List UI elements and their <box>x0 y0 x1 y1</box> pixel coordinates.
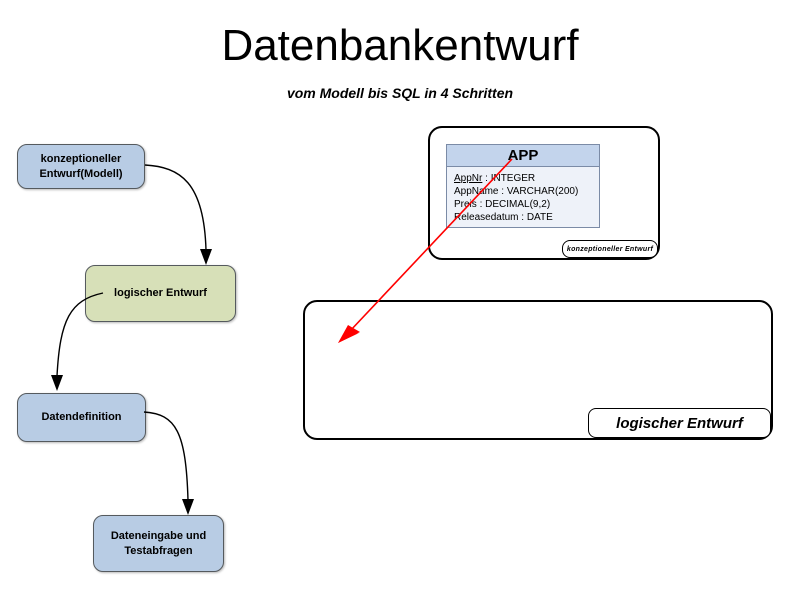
connector-step1-to-step2 <box>144 164 212 265</box>
flow-step-label-line1: logischer Entwurf <box>114 287 207 299</box>
flow-step-label-line2: Testabfragen <box>124 544 193 557</box>
attribute-name: Preis <box>454 199 477 210</box>
panel-tag-conceptual: konzeptioneller Entwurf <box>562 240 658 258</box>
flow-step-label-line1: Datendefinition <box>41 411 122 423</box>
attribute-separator: : <box>498 186 507 197</box>
panel-logical-design: logischer Entwurf <box>303 300 773 440</box>
flow-step-label-line1: konzeptioneller <box>40 152 122 165</box>
page-title: Datenbankentwurf <box>221 21 579 70</box>
attribute-separator: : <box>482 173 491 184</box>
entity-attribute-row: AppName : VARCHAR(200) <box>454 185 592 198</box>
attribute-separator: : <box>518 212 527 223</box>
entity-table-header: APP <box>447 145 599 167</box>
flow-step-label: Dateneingabe und Testabfragen <box>111 529 206 559</box>
flow-step-logischer-entwurf[interactable]: logischer Entwurf <box>85 265 236 322</box>
attribute-separator: : <box>476 199 486 210</box>
flow-step-dateneingabe-testabfragen[interactable]: Dateneingabe und Testabfragen <box>93 515 224 572</box>
flow-step-datendefinition[interactable]: Datendefinition <box>17 393 146 442</box>
flow-step-label-line1: Dateneingabe und <box>110 529 207 542</box>
flow-step-label-line2: Entwurf(Modell) <box>39 167 123 180</box>
attribute-name: AppNr <box>454 173 483 184</box>
attribute-type: DATE <box>526 212 553 223</box>
flow-step-label: konzeptioneller Entwurf(Modell) <box>39 152 122 182</box>
connector-step3-to-step4 <box>143 411 194 515</box>
attribute-type: INTEGER <box>490 173 536 184</box>
entity-attribute-row: Releasedatum : DATE <box>454 211 592 224</box>
flow-step-label: Datendefinition <box>41 410 121 425</box>
entity-attribute-list: AppNr : INTEGER AppName : VARCHAR(200) P… <box>447 167 599 230</box>
attribute-name: Releasedatum <box>454 212 519 223</box>
entity-attribute-row: AppNr : INTEGER <box>454 172 592 185</box>
flow-step-konzeptioneller-entwurf[interactable]: konzeptioneller Entwurf(Modell) <box>17 144 145 189</box>
attribute-type: DECIMAL(9,2) <box>485 199 551 210</box>
panel-conceptual-design: APP AppNr : INTEGER AppName : VARCHAR(20… <box>428 126 660 260</box>
attribute-type: VARCHAR(200) <box>506 186 579 197</box>
panel-tag-logical: logischer Entwurf <box>588 408 771 438</box>
flow-step-label: logischer Entwurf <box>114 286 207 301</box>
entity-attribute-row: Preis : DECIMAL(9,2) <box>454 198 592 211</box>
entity-table-app[interactable]: APP AppNr : INTEGER AppName : VARCHAR(20… <box>446 144 600 228</box>
attribute-name: AppName <box>454 186 499 197</box>
page-subtitle: vom Modell bis SQL in 4 Schritten <box>286 85 514 101</box>
